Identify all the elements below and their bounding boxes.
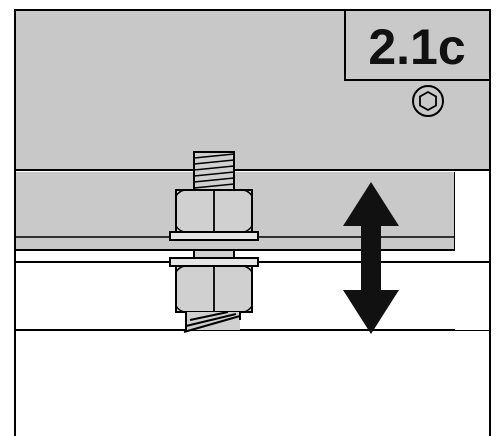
stud-thread-top <box>193 151 235 191</box>
step-label: 2.1c <box>368 19 465 75</box>
double-arrow-icon <box>343 182 399 334</box>
stud-thread-bottom <box>183 311 241 333</box>
lower-nut <box>175 265 253 313</box>
upper-nut <box>175 189 253 233</box>
lower-washer <box>169 257 259 267</box>
threaded-stud-with-nuts-icon <box>169 151 259 333</box>
frame-border <box>14 9 491 436</box>
hex-socket-screw-icon <box>412 85 444 117</box>
upper-washer <box>169 231 259 241</box>
step-label-box: 2.1c <box>344 9 491 81</box>
